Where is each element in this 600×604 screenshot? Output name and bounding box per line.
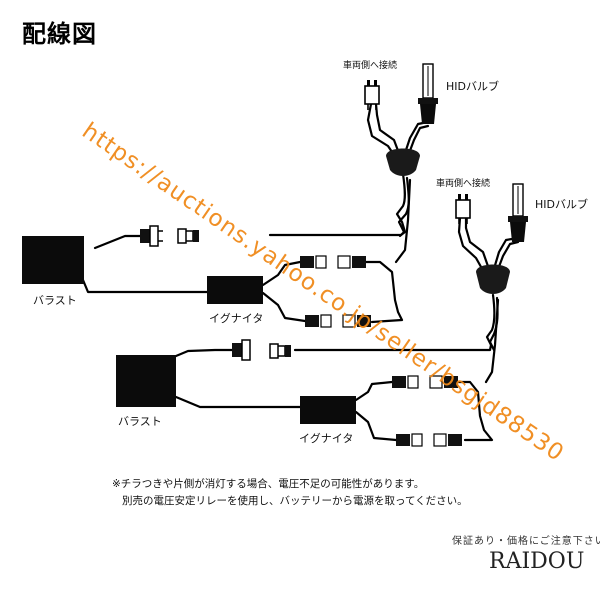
diagram-title: 配線図 xyxy=(22,20,97,48)
ballast-connector-wire-2 xyxy=(174,348,234,358)
grommet-1 xyxy=(386,148,420,176)
power-harness-wire-1 xyxy=(268,172,407,237)
note-line-1: ※チラつきや片側が消灯する場合、電圧不足の可能性があります。 xyxy=(112,478,425,490)
power-plug-2 xyxy=(232,339,291,361)
igniter-loop-wire-2b xyxy=(354,410,398,442)
power-plug-1 xyxy=(140,225,199,247)
grommet-to-bulb-wire-2 xyxy=(495,240,520,274)
igniter-loop-wire-1a xyxy=(261,260,302,287)
vehicle-plug-2 xyxy=(455,194,471,224)
loop-connector-1b xyxy=(305,314,371,328)
vehicle-plug-1 xyxy=(364,80,380,110)
igniter-label-1: イグナイタ xyxy=(209,312,264,325)
ballast-2 xyxy=(116,355,176,407)
loop-connector-2a xyxy=(392,375,458,389)
grommet-to-vehicle-plug-1 xyxy=(366,102,398,160)
grommet-to-vehicle-plug-1b xyxy=(374,102,402,158)
hid-bulb-label-2: HIDバルブ xyxy=(535,198,588,211)
loop-to-bulb-wire-1a xyxy=(364,260,404,324)
loop-connector-2b xyxy=(396,433,462,447)
grommet-to-bulb-wire-1 xyxy=(406,124,430,158)
loop-to-bulb-wire-2 xyxy=(456,380,494,442)
igniter-loop-wire-1b xyxy=(261,291,307,323)
igniter-loop-wire-2a xyxy=(354,380,394,402)
igniter-1 xyxy=(207,276,263,304)
ballast-label-1: バラスト xyxy=(33,294,77,307)
vehicle-side-label-2: 車両側へ接続 xyxy=(436,179,491,189)
power-harness-wire-2 xyxy=(293,293,496,352)
wiring-set-2 xyxy=(174,216,520,442)
grommet-2 xyxy=(476,264,510,294)
vehicle-side-label-1: 車両側へ接続 xyxy=(343,61,398,71)
wiring-set-1 xyxy=(81,102,430,324)
signature-name: RAIDOU xyxy=(489,549,585,574)
grommet-to-vehicle-plug-2b xyxy=(464,216,492,274)
hid-bulb-1 xyxy=(418,63,438,124)
hid-bulb-2 xyxy=(508,183,528,242)
hid-bulb-label-1: HIDバルブ xyxy=(446,80,499,93)
grommet-to-vehicle-plug-2 xyxy=(457,216,487,276)
loop-to-grommet-wire-2 xyxy=(484,298,500,384)
loop-connector-1a xyxy=(300,255,366,269)
note-line-2: 別売の電圧安定リレーを使用し、バッテリーから電源を取ってください。 xyxy=(122,495,468,507)
ballast-igniter-wire-2 xyxy=(174,395,302,409)
ballast-igniter-wire-1 xyxy=(81,278,212,294)
loop-to-grommet-wire-1 xyxy=(394,178,412,264)
ballast-label-2: バラスト xyxy=(118,415,162,428)
igniter-label-2: イグナイタ xyxy=(299,432,354,445)
signature-tagline: 保証あり・価格にご注意下さい xyxy=(452,536,600,547)
igniter-2 xyxy=(300,396,356,424)
ballast-1 xyxy=(22,236,84,284)
ballast-connector-wire-1 xyxy=(93,234,142,250)
